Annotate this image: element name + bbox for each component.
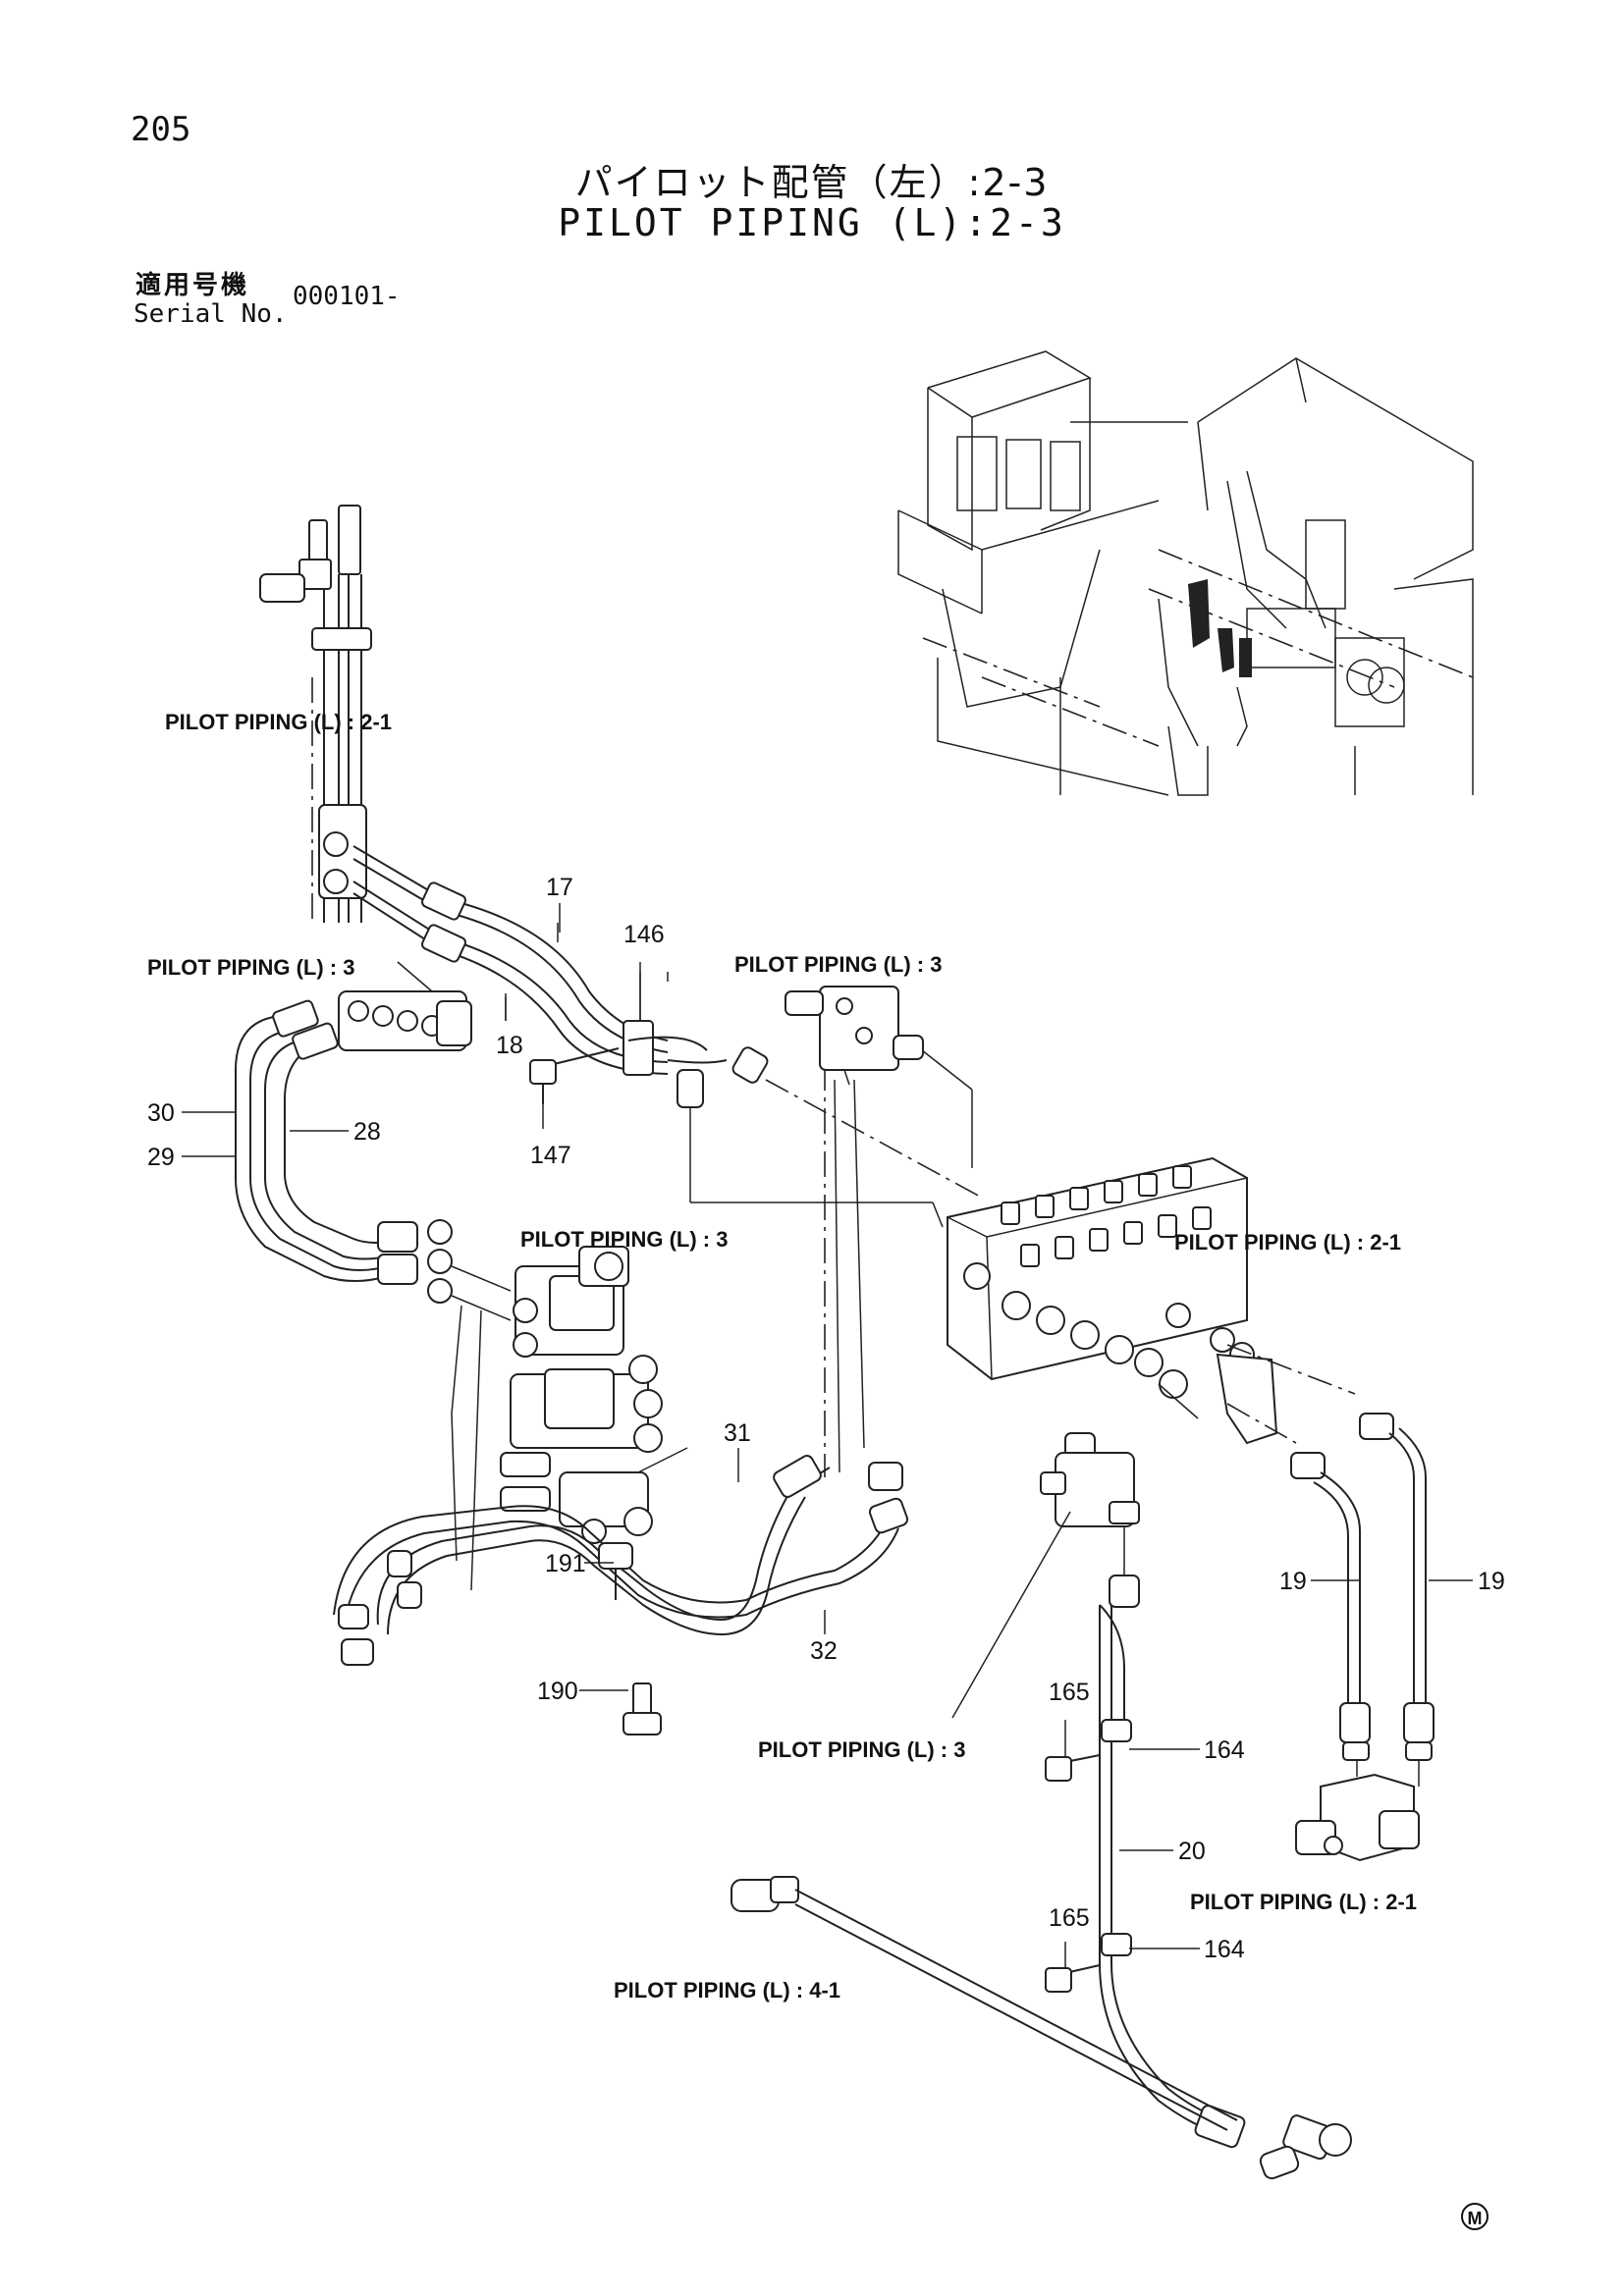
part-number-165-bottom: 165 <box>1049 1904 1090 1932</box>
part-number-32: 32 <box>810 1637 838 1665</box>
ref-pilot-piping-3-top-center: PILOT PIPING (L) : 3 <box>734 952 942 977</box>
part-number-164-top: 164 <box>1204 1736 1245 1764</box>
part-number-191: 191 <box>545 1550 586 1577</box>
part-number-30: 30 <box>147 1099 175 1127</box>
part-number-147: 147 <box>530 1142 571 1169</box>
ref-pilot-piping-3-left: PILOT PIPING (L) : 3 <box>147 955 354 980</box>
connector-lines <box>677 1035 983 1477</box>
ref-pilot-piping-2-1-bottom-right: PILOT PIPING (L) : 2-1 <box>1190 1890 1417 1914</box>
central-valve-assembly <box>500 1246 688 1544</box>
page-title-english: PILOT PIPING (L):2-3 <box>558 201 1066 244</box>
part-number-165-top: 165 <box>1049 1679 1090 1706</box>
part-number-19-left: 19 <box>1279 1568 1307 1595</box>
leader-lines <box>182 903 1473 1968</box>
manifold-fittings-top <box>1001 1165 1212 1267</box>
machine-overview-illustration <box>897 350 1474 796</box>
right-manifold-block <box>947 1156 1356 1445</box>
part-number-18: 18 <box>496 1032 523 1059</box>
clamp-146-bolt-147 <box>529 972 728 1104</box>
serial-label-english: Serial No. <box>134 299 288 329</box>
part-number-164-bottom: 164 <box>1204 1936 1245 1963</box>
page-number: 205 <box>131 110 191 149</box>
part-number-20: 20 <box>1178 1838 1206 1865</box>
part-number-31: 31 <box>724 1419 751 1447</box>
ref-pilot-piping-2-1-top: PILOT PIPING (L) : 2-1 <box>165 710 392 734</box>
page-title-japanese: パイロット配管（左）:2-3 <box>574 161 1050 204</box>
serial-label-japanese: 適用号機 <box>135 271 250 300</box>
ref-pilot-piping-3-bottom: PILOT PIPING (L) : 3 <box>758 1737 965 1762</box>
part-number-190: 190 <box>537 1678 578 1705</box>
footer-mark-text: M <box>1468 2209 1483 2228</box>
pipe-4-1 <box>731 1876 1238 2131</box>
part-number-29: 29 <box>147 1144 175 1171</box>
ref-pilot-piping-2-1-right: PILOT PIPING (L) : 2-1 <box>1174 1230 1401 1255</box>
hoses-31-32-191 <box>333 1305 909 1735</box>
lower-right-valve <box>1295 1773 1420 1862</box>
hoses-19 <box>1290 1413 1435 1787</box>
hose-20-assembly <box>1040 1432 1352 2180</box>
serial-number-value: 000101- <box>293 282 401 311</box>
ref-pilot-piping-3-center: PILOT PIPING (L) : 3 <box>520 1227 728 1252</box>
small-valve-top-center <box>785 986 924 1086</box>
part-number-17: 17 <box>546 874 573 901</box>
part-number-19-right: 19 <box>1478 1568 1505 1595</box>
part-number-146: 146 <box>623 921 665 948</box>
hoses-28-29-30 <box>235 999 512 1321</box>
ref-pilot-piping-4-1: PILOT PIPING (L) : 4-1 <box>614 1978 840 2002</box>
part-number-28: 28 <box>353 1118 381 1146</box>
left-valve-block <box>338 961 472 1051</box>
footer-m-mark: M <box>1461 2203 1489 2230</box>
